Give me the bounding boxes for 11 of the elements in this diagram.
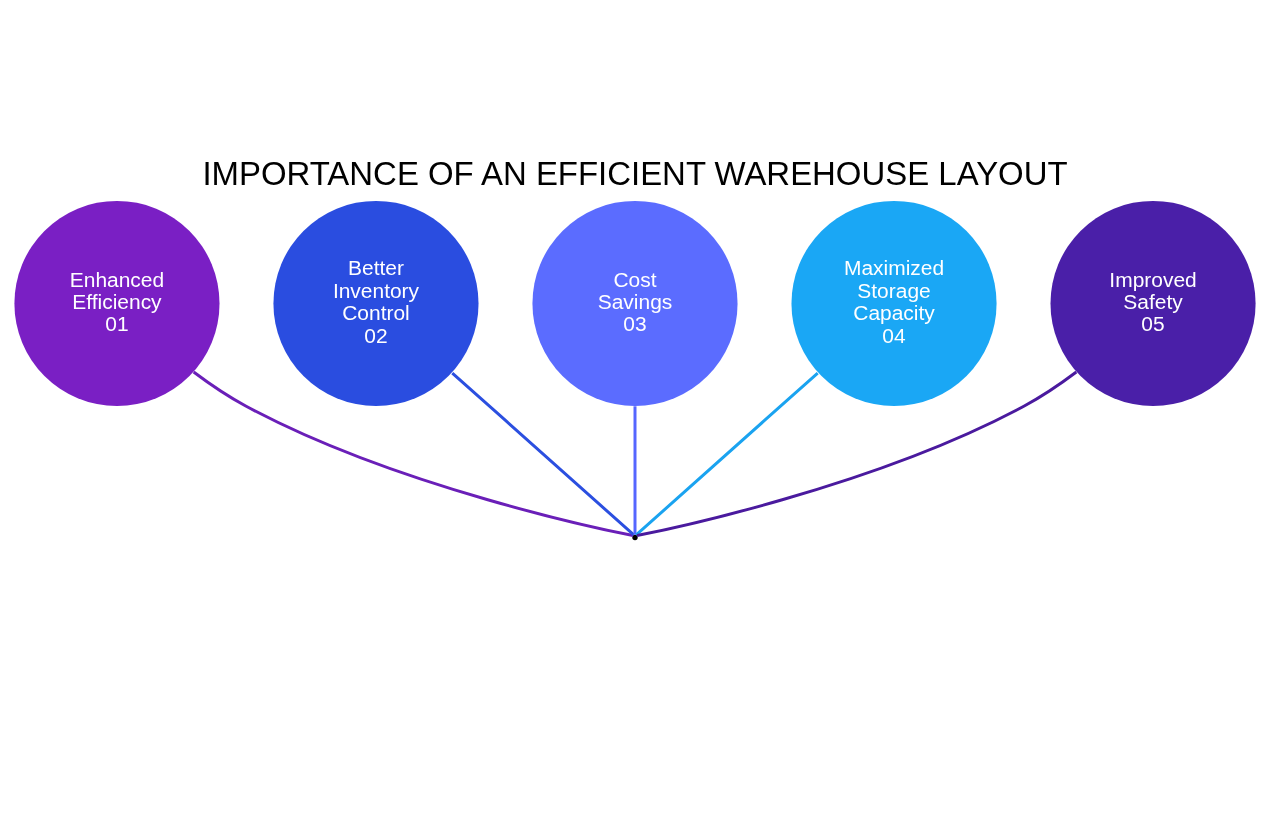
node-circle: Cost Savings 03 — [532, 200, 738, 406]
node-circle: Better Inventory Control 02 — [273, 200, 479, 406]
node-circle: Enhanced Efficiency 01 — [14, 200, 220, 406]
connector — [633, 406, 637, 535]
connector — [451, 371, 635, 536]
connector — [635, 371, 819, 536]
connector — [192, 370, 634, 538]
node-circle: Improved Safety 05 — [1050, 200, 1256, 406]
connector — [636, 370, 1078, 538]
node-circle: Maximized Storage Capacity 04 — [791, 200, 997, 406]
diagram-title: IMPORTANCE OF AN EFFICIENT WAREHOUSE LAYOUT — [202, 155, 1068, 193]
